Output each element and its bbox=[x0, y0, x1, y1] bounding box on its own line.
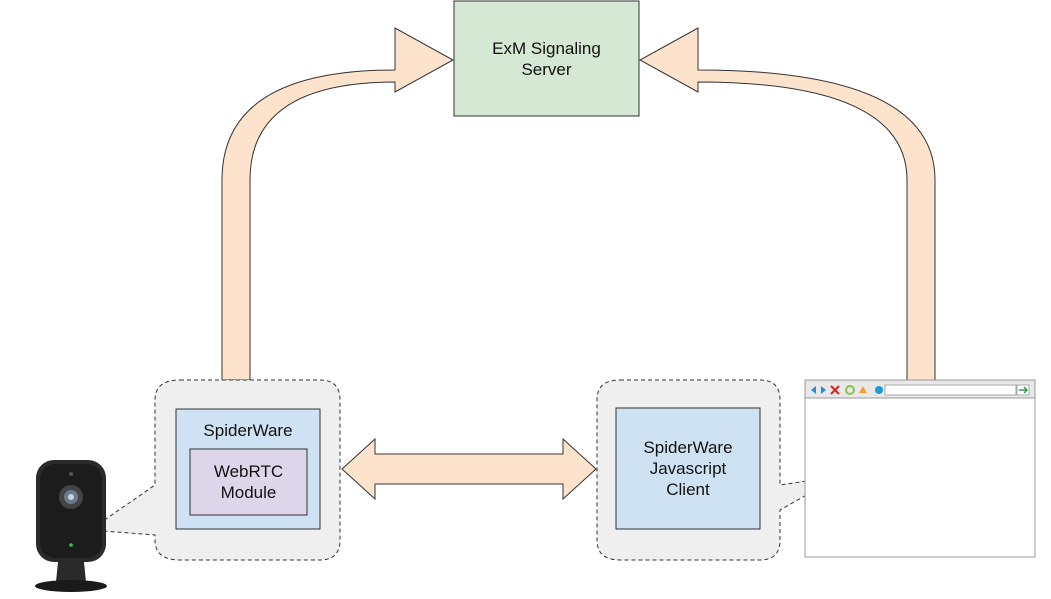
browser-window-icon bbox=[804, 379, 1036, 558]
signaling-server-box bbox=[453, 0, 640, 117]
webrtc-module-box bbox=[189, 448, 308, 516]
arrow-browser-to-server bbox=[638, 27, 936, 381]
arrow-device-client-bidirectional bbox=[341, 437, 597, 501]
arrow-device-to-server bbox=[221, 27, 455, 381]
js-client-box bbox=[615, 407, 761, 530]
webcam-icon bbox=[35, 460, 107, 592]
